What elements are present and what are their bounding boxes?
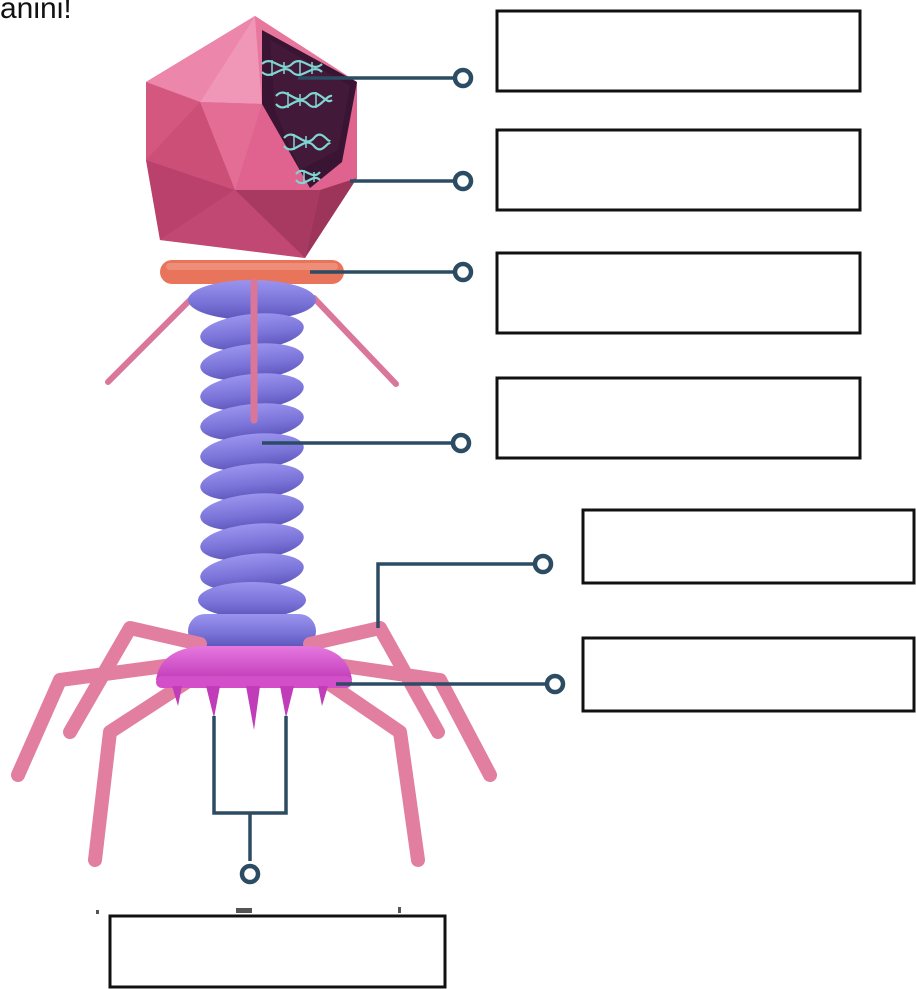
scan-artifacts [96, 907, 401, 914]
leader-line-tail-fiber [378, 564, 533, 628]
answer-box-1[interactable] [497, 11, 860, 91]
base-plate [156, 646, 352, 688]
answer-box-3[interactable] [497, 253, 860, 333]
answer-box-7[interactable] [110, 916, 445, 987]
answer-box-4[interactable] [497, 378, 860, 458]
answer-box-6[interactable] [583, 638, 914, 711]
answer-box-2[interactable] [497, 130, 860, 210]
answer-box-5[interactable] [583, 510, 914, 583]
tail-pins [172, 686, 328, 730]
collar-highlight [166, 263, 338, 270]
leader-line-tail-pins-bracket [214, 716, 286, 813]
